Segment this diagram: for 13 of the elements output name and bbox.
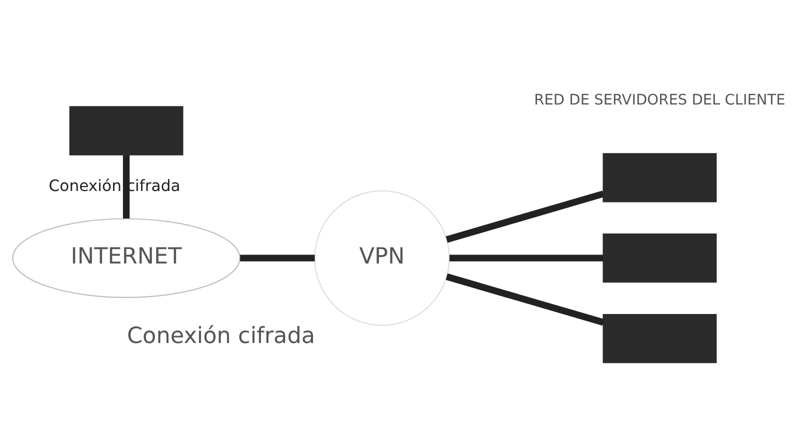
node-circle: VPN xyxy=(314,190,450,326)
node-label: Conexión cifrada xyxy=(126,322,316,349)
connector xyxy=(122,154,130,218)
label: RED DE SERVIDORES DEL CLIENTE xyxy=(534,92,786,108)
node-ellipse: INTERNET xyxy=(12,218,240,298)
connector xyxy=(446,272,604,326)
connector xyxy=(240,254,315,261)
node-box xyxy=(602,152,717,202)
node-box xyxy=(69,106,184,155)
node-box xyxy=(602,233,717,282)
connector xyxy=(449,254,604,261)
node-box xyxy=(602,313,717,363)
connector xyxy=(446,190,604,242)
